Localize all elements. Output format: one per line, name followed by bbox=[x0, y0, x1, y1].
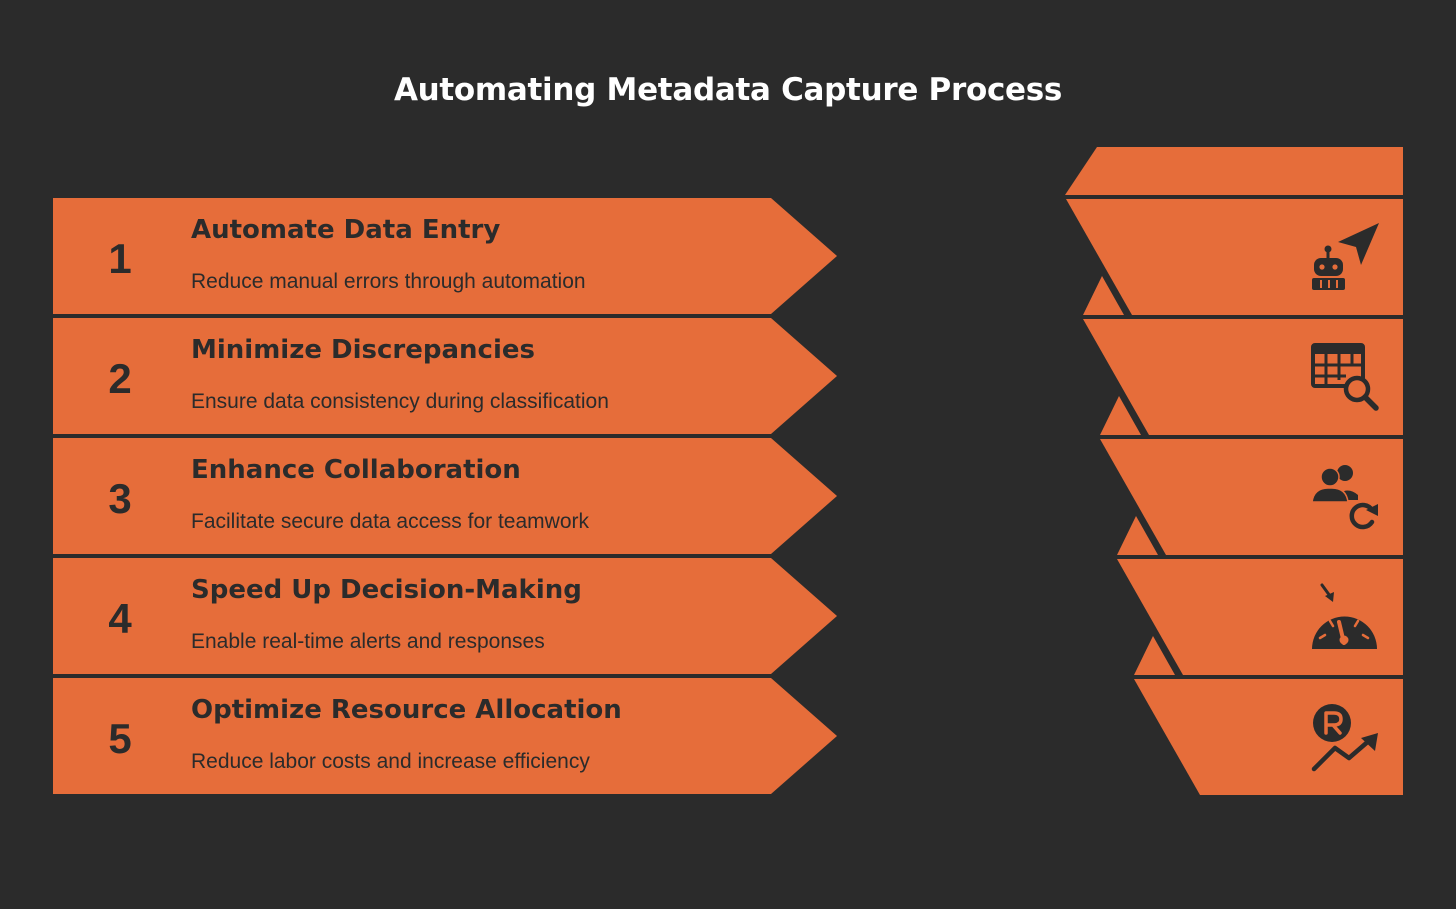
step-description: Ensure data consistency during classific… bbox=[191, 390, 609, 413]
step-number: 4 bbox=[108, 595, 132, 642]
step-1-arrow bbox=[53, 198, 837, 314]
panel-5 bbox=[1134, 679, 1403, 795]
step-4-arrow bbox=[53, 558, 837, 674]
panel-3-tab bbox=[1117, 516, 1158, 555]
panel-1 bbox=[1066, 199, 1403, 315]
step-title: Optimize Resource Allocation bbox=[191, 695, 622, 725]
panel-1-tab bbox=[1083, 276, 1124, 315]
step-number: 2 bbox=[108, 355, 132, 402]
step-description: Reduce manual errors through automation bbox=[191, 270, 586, 293]
panel-4-tab bbox=[1134, 636, 1175, 675]
resource-growth-icon bbox=[1311, 704, 1378, 772]
speedometer-icon bbox=[1312, 583, 1377, 649]
step-description: Reduce labor costs and increase efficien… bbox=[191, 750, 590, 773]
step-number: 3 bbox=[108, 475, 132, 522]
step-title: Minimize Discrepancies bbox=[191, 335, 535, 365]
panel-2-tab bbox=[1100, 396, 1141, 435]
step-3-arrow bbox=[53, 438, 837, 554]
step-title: Automate Data Entry bbox=[191, 215, 501, 245]
step-number: 1 bbox=[108, 235, 132, 282]
step-5-arrow bbox=[53, 678, 837, 794]
panel-top-cap bbox=[1065, 147, 1403, 195]
step-description: Facilitate secure data access for teamwo… bbox=[191, 510, 589, 533]
step-2-arrow bbox=[53, 318, 837, 434]
diagram-title: Automating Metadata Capture Process bbox=[393, 72, 1063, 108]
step-title: Enhance Collaboration bbox=[191, 455, 521, 485]
robot-pointer-icon bbox=[1312, 223, 1379, 290]
step-number: 5 bbox=[108, 715, 132, 762]
step-description: Enable real-time alerts and responses bbox=[191, 630, 545, 653]
step-title: Speed Up Decision-Making bbox=[191, 575, 582, 605]
users-refresh-icon bbox=[1311, 465, 1378, 530]
table-search-icon bbox=[1311, 343, 1379, 411]
